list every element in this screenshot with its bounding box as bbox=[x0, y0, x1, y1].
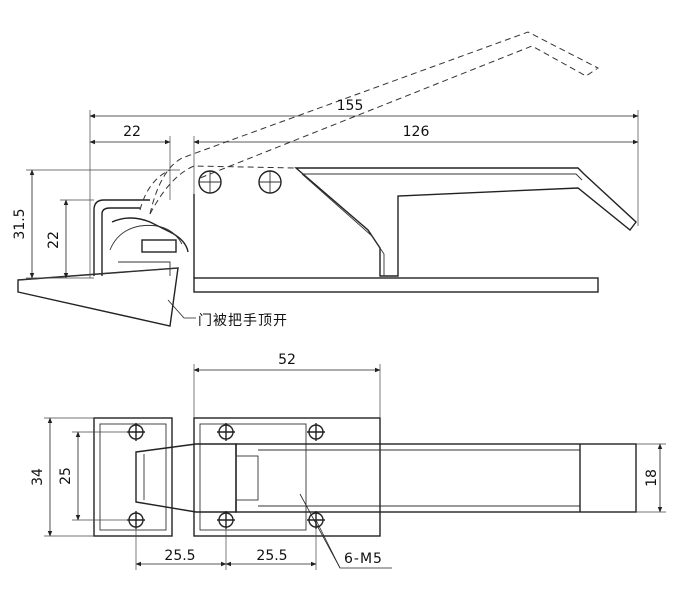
screw-note-label: 6-M5 bbox=[344, 551, 383, 567]
pivot-hole-right bbox=[258, 170, 282, 194]
side-view: 门被把手顶开 155 126 22 31.5 bbox=[12, 31, 639, 329]
dim-25-5-right-label: 25.5 bbox=[256, 548, 287, 564]
screw-catch-top bbox=[127, 423, 145, 441]
dim-22-height-label: 22 bbox=[46, 231, 62, 249]
latch-base bbox=[193, 417, 381, 537]
dim-18-label: 18 bbox=[644, 469, 660, 487]
dim-25-label: 25 bbox=[58, 467, 74, 485]
dim-base-length: 52 bbox=[193, 352, 381, 418]
handle-closed-outline bbox=[294, 167, 637, 277]
dim-52-label: 52 bbox=[278, 352, 296, 368]
handle-open-outline bbox=[149, 31, 599, 215]
dim-catch-width: 22 bbox=[89, 124, 171, 200]
dim-handle-width: 18 bbox=[636, 443, 666, 513]
dim-31-5-label: 31.5 bbox=[12, 208, 28, 239]
dim-height-catch: 22 bbox=[46, 199, 94, 279]
catch-plate-inner bbox=[99, 423, 167, 531]
hook-tongue bbox=[135, 443, 237, 513]
dim-hole-spacing: 25.5 25.5 bbox=[135, 528, 317, 570]
door-panel bbox=[17, 267, 179, 327]
dim-height-total: 31.5 bbox=[12, 169, 180, 279]
dim-width-outer: 34 bbox=[30, 417, 94, 537]
screw-base-bottom-left bbox=[217, 511, 235, 529]
handle-body bbox=[235, 443, 637, 513]
pivot-hole-left bbox=[198, 170, 222, 194]
dim-22-width-label: 22 bbox=[123, 124, 141, 140]
handle-open-lower-edge bbox=[149, 165, 297, 215]
door-note-leader bbox=[167, 299, 196, 319]
door-note-label: 门被把手顶开 bbox=[198, 313, 288, 329]
handle-closed-inner-edge bbox=[302, 173, 583, 181]
handle-neck bbox=[235, 455, 259, 501]
screw-base-top-left bbox=[217, 423, 235, 441]
dim-handle-length: 126 bbox=[193, 124, 639, 194]
handle-closed-inner-curve bbox=[301, 173, 385, 276]
dim-126-label: 126 bbox=[403, 124, 430, 140]
dim-25-5-left-label: 25.5 bbox=[164, 548, 195, 564]
dim-overall-length: 155 bbox=[89, 98, 639, 278]
dim-width-holes: 25 bbox=[58, 431, 128, 521]
dim-155-label: 155 bbox=[337, 98, 364, 114]
latch-base-plate bbox=[193, 277, 599, 293]
screw-base-top-right bbox=[307, 423, 325, 441]
catch-plate bbox=[93, 417, 173, 537]
latch-base-inner bbox=[199, 423, 307, 531]
plan-view: 6-M5 52 34 25 25.5 bbox=[30, 352, 666, 570]
dim-34-label: 34 bbox=[30, 468, 46, 486]
catch-hook bbox=[93, 199, 189, 276]
handle-open-inner bbox=[139, 169, 171, 211]
screw-catch-bottom bbox=[127, 511, 145, 529]
screw-note-leader-b bbox=[315, 519, 341, 569]
